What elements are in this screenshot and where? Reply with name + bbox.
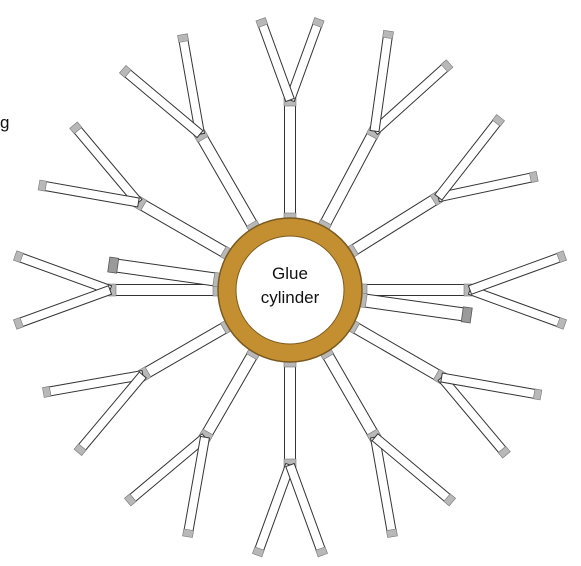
- fork-branch-upper: [434, 114, 505, 201]
- forked-tube-arm: [255, 17, 325, 221]
- branch-tip: [12, 317, 24, 330]
- fork-branch-lower: [285, 17, 325, 103]
- tube-end-cap: [460, 306, 473, 324]
- tube-stem: [347, 191, 443, 258]
- hub-label-line-2: cylinder: [261, 288, 320, 307]
- forked-tube-arm: [123, 347, 261, 538]
- branch-tip: [497, 445, 511, 459]
- fork-branch-upper: [73, 371, 147, 457]
- branch-tip: [556, 250, 568, 263]
- tube-stem: [361, 284, 471, 296]
- forked-tube-arm: [319, 347, 457, 538]
- fork-branch-upper: [440, 372, 543, 401]
- forked-tube-arm: [42, 319, 233, 457]
- branch-tip: [177, 33, 189, 43]
- forked-tube-arm: [37, 121, 233, 261]
- fork-branch-upper: [37, 179, 140, 208]
- tube-stem: [139, 320, 232, 381]
- branch-tube: [285, 462, 328, 557]
- branch-tip: [532, 388, 543, 401]
- branch-tip: [443, 493, 457, 507]
- tube-stem: [109, 284, 219, 296]
- tube-stem: [320, 348, 381, 441]
- tube-stem: [199, 348, 260, 441]
- tube-stem: [284, 361, 296, 466]
- branch-tip: [182, 528, 194, 538]
- forked-tube-arm: [252, 359, 328, 558]
- clipped-text-fragment: g: [0, 113, 10, 132]
- tube-stem: [284, 99, 296, 219]
- forked-tube-arm: [12, 250, 221, 330]
- tube-stem: [348, 320, 445, 383]
- branch-tube: [467, 285, 567, 330]
- fork-branch-upper: [182, 435, 211, 538]
- short-tube-arm: [358, 292, 473, 324]
- branch-tip: [12, 250, 24, 263]
- fork-branch-lower: [69, 121, 143, 207]
- fork-branch-upper: [285, 462, 328, 558]
- branch-tube: [13, 250, 113, 295]
- branch-tip: [42, 386, 52, 398]
- forked-tube-arm: [359, 250, 568, 330]
- forked-tube-arm: [118, 33, 261, 233]
- fork-branch-upper: [369, 30, 394, 133]
- branch-tip: [528, 171, 539, 183]
- branch-tip: [315, 546, 328, 558]
- branch-tube: [252, 462, 295, 557]
- branch-tip: [311, 17, 325, 28]
- branch-tip: [556, 317, 568, 330]
- branch-tube: [285, 17, 324, 103]
- branch-tube: [256, 17, 295, 103]
- branch-tip: [118, 64, 132, 78]
- branch-tip: [37, 179, 48, 192]
- branch-tip: [69, 121, 83, 135]
- hub-label-line-1: Glue: [272, 264, 308, 283]
- fork-branch-upper: [255, 17, 295, 103]
- branch-tip: [382, 30, 394, 40]
- fork-branch-upper: [118, 64, 204, 139]
- tube-end-cap: [107, 256, 120, 274]
- branch-tip: [73, 443, 87, 457]
- tube-stem: [108, 257, 221, 287]
- tube-stem: [135, 197, 232, 260]
- branch-tip: [255, 17, 269, 28]
- branch-tip: [491, 114, 505, 127]
- forked-tube-arm: [345, 114, 539, 259]
- branch-tip: [386, 528, 398, 538]
- hub-interior: [235, 235, 345, 345]
- branch-tip: [440, 59, 454, 73]
- branch-tip: [123, 493, 137, 507]
- fork-branch-lower: [467, 285, 568, 330]
- short-tube-arm: [107, 256, 222, 288]
- fork-branch-lower: [12, 250, 113, 295]
- branch-tip: [252, 546, 265, 558]
- tube-stem: [318, 127, 381, 230]
- forked-tube-arm: [317, 30, 454, 232]
- fork-branch-upper: [467, 250, 568, 295]
- fork-branch-upper: [371, 433, 457, 507]
- glue-cylinder-hub: Glue cylinder: [217, 217, 363, 363]
- branch-tube: [13, 285, 113, 330]
- fork-branch-upper: [12, 285, 113, 330]
- branch-tube: [467, 250, 567, 295]
- tube-arms: [12, 17, 568, 558]
- tube-stem: [194, 130, 260, 232]
- forked-tube-arm: [347, 319, 543, 459]
- tube-stem: [359, 293, 472, 323]
- fork-branch-lower: [252, 462, 295, 558]
